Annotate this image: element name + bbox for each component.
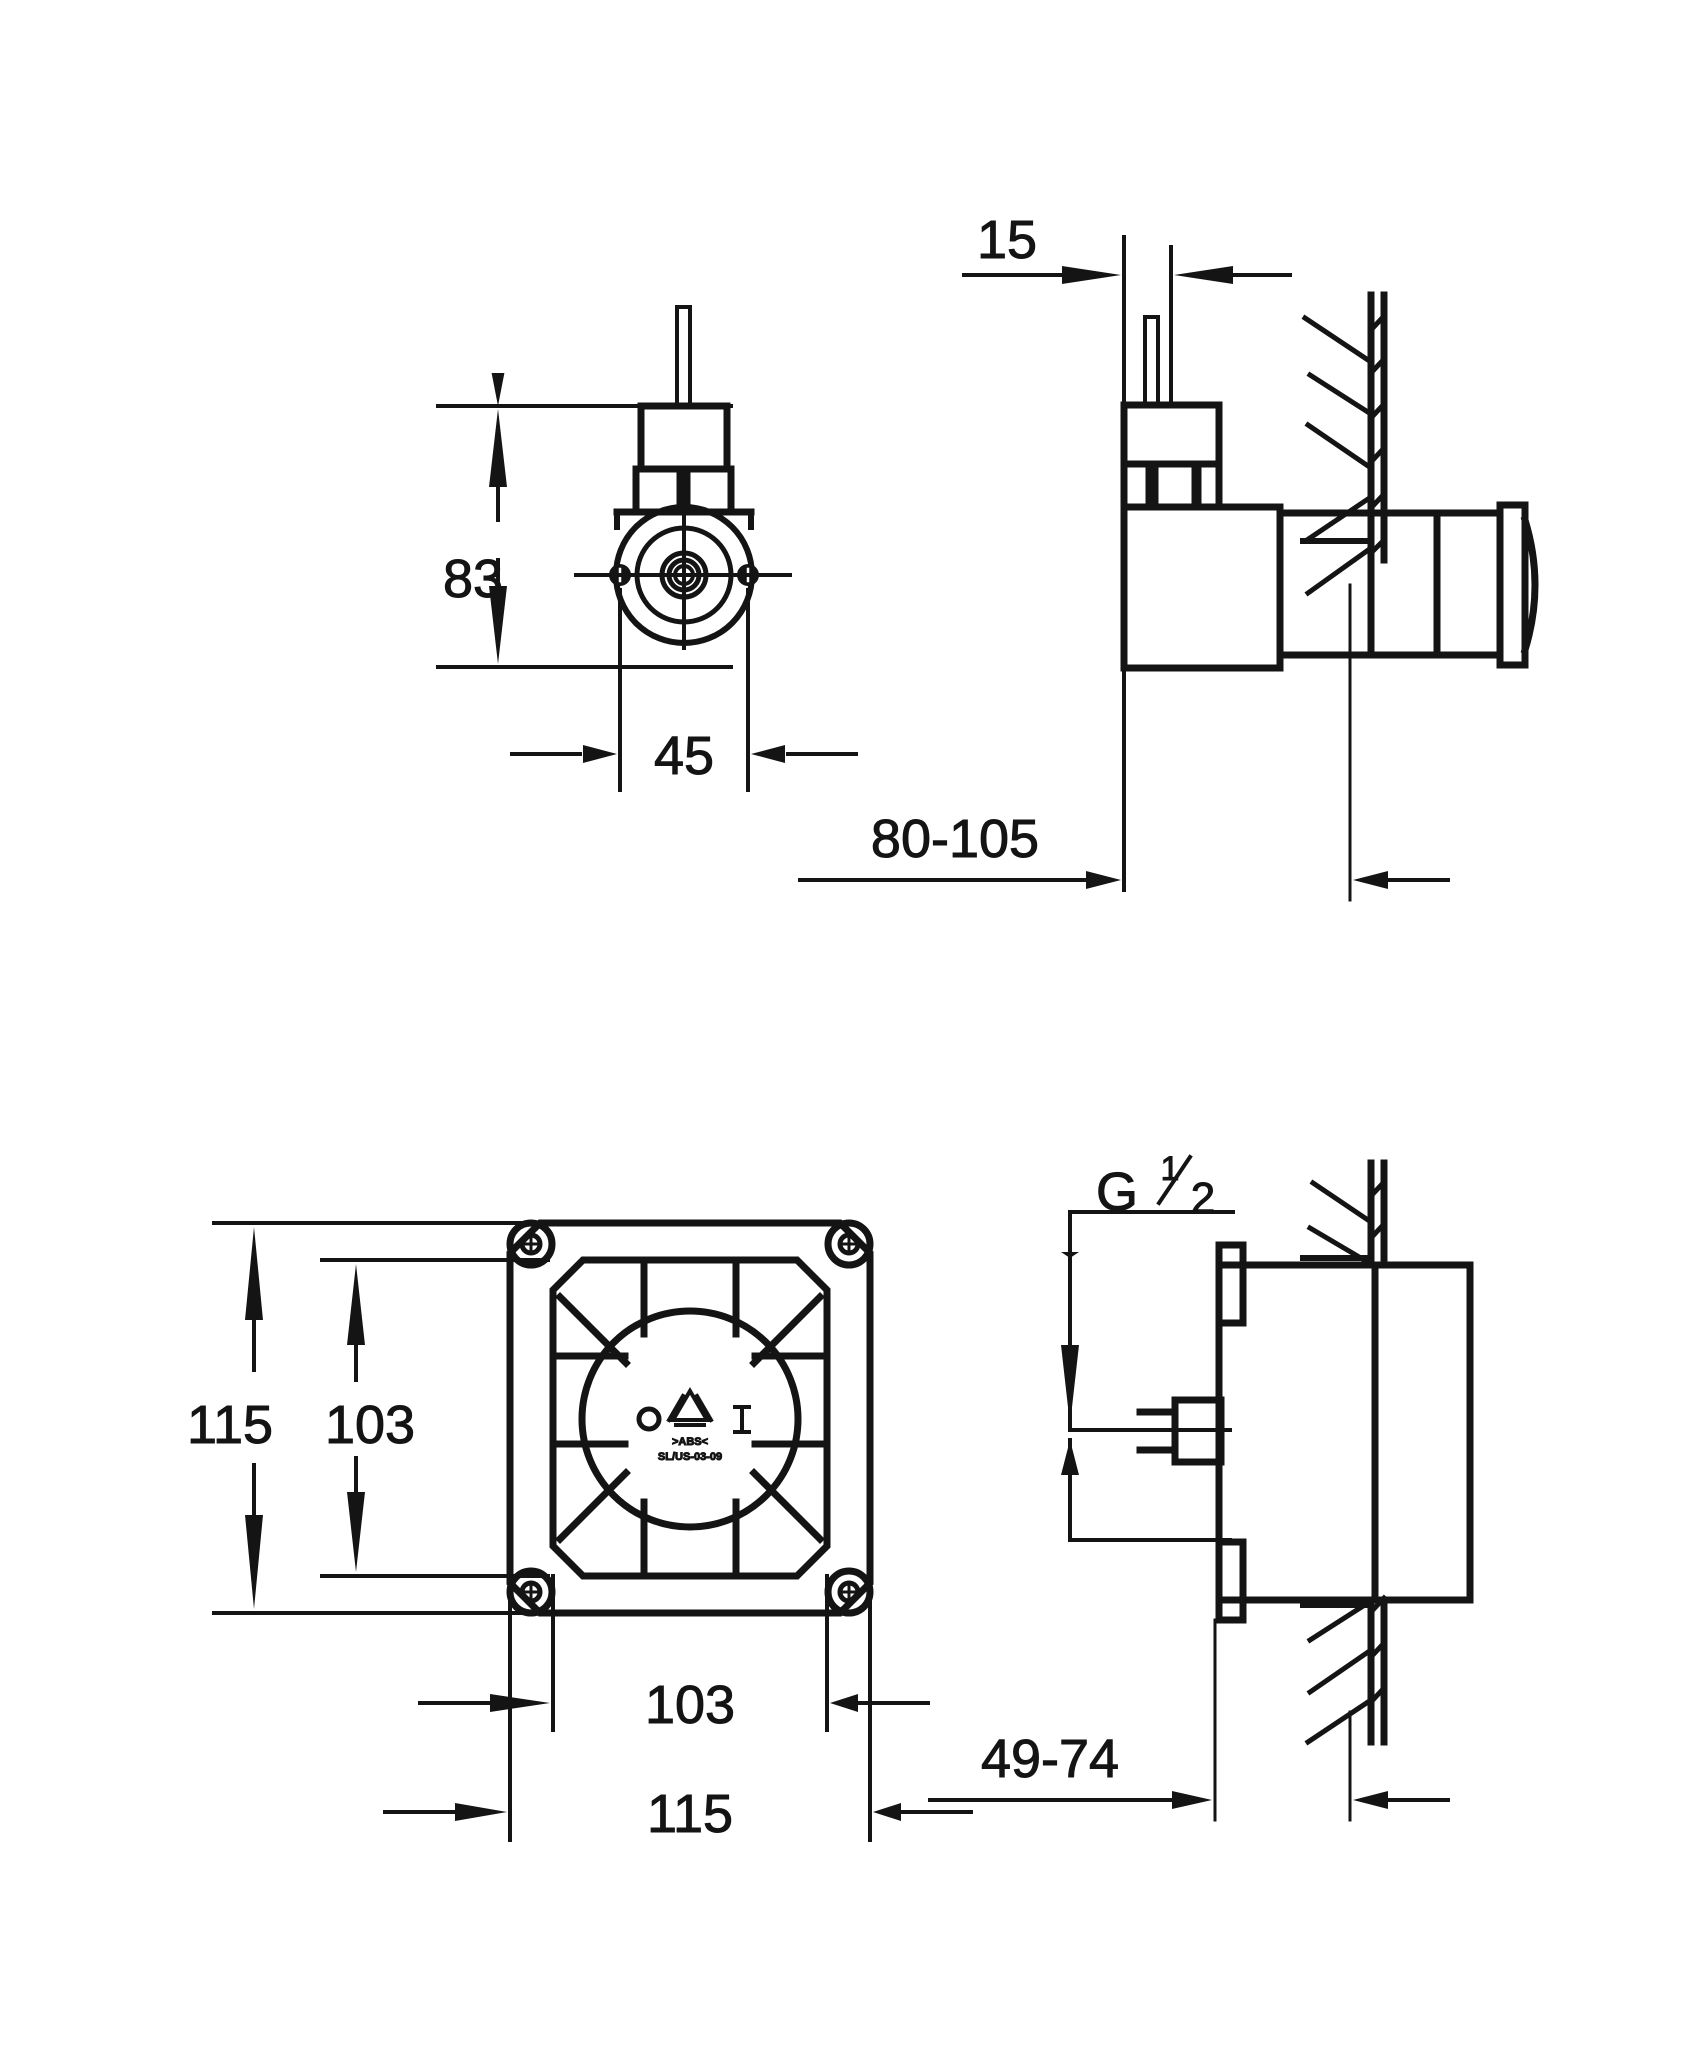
dimension-label-115-vertical: 115 <box>187 1395 273 1455</box>
dimension-45: 45 <box>510 588 858 792</box>
view-front-elevation-valve-body: 83 45 <box>436 305 858 792</box>
dimension-label-103-vertical: 103 <box>325 1395 415 1455</box>
thread-label-denominator: 2 <box>1191 1174 1215 1223</box>
dimension-label-115-horizontal: 115 <box>647 1784 733 1844</box>
thread-label-numerator: 1 <box>1161 1150 1180 1188</box>
dimension-83: 83 <box>436 373 733 669</box>
dimension-115-vertical: 115 <box>186 1221 530 1615</box>
material-sub-label: SL/US-03-09 <box>658 1451 722 1463</box>
marking-small-circle <box>636 1406 662 1432</box>
dimension-80-105: 80-105 <box>798 583 1450 902</box>
dimension-115-horizontal: 115 <box>383 1581 973 1845</box>
view-side-section-rough-in-box: G 1 2 <box>928 1150 1474 1822</box>
dimension-103-horizontal: 103 <box>418 1574 930 1736</box>
dimension-15: 15 <box>962 210 1292 284</box>
dimension-103-vertical: 103 <box>320 1258 550 1578</box>
dimension-label-15: 15 <box>977 210 1037 270</box>
marking-tap-glyph <box>733 1405 751 1434</box>
recycle-triangle-icon <box>666 1387 714 1427</box>
thread-label-g-half: G 1 2 <box>1061 1150 1235 1542</box>
dimension-label-83: 83 <box>443 549 503 609</box>
dimension-label-45: 45 <box>654 726 714 786</box>
dimension-label-49-74: 49-74 <box>981 1729 1119 1789</box>
view-front-elevation-rough-in-box: >ABS< SL/US-03-09 115 103 <box>186 1219 973 1845</box>
dimension-49-74: 49-74 <box>928 1618 1450 1822</box>
view-side-section-valve-body: 15 <box>798 210 1539 902</box>
dimension-label-80-105: 80-105 <box>871 809 1039 869</box>
material-code-label: >ABS< <box>672 1436 708 1448</box>
dimension-label-103-horizontal: 103 <box>645 1675 735 1735</box>
